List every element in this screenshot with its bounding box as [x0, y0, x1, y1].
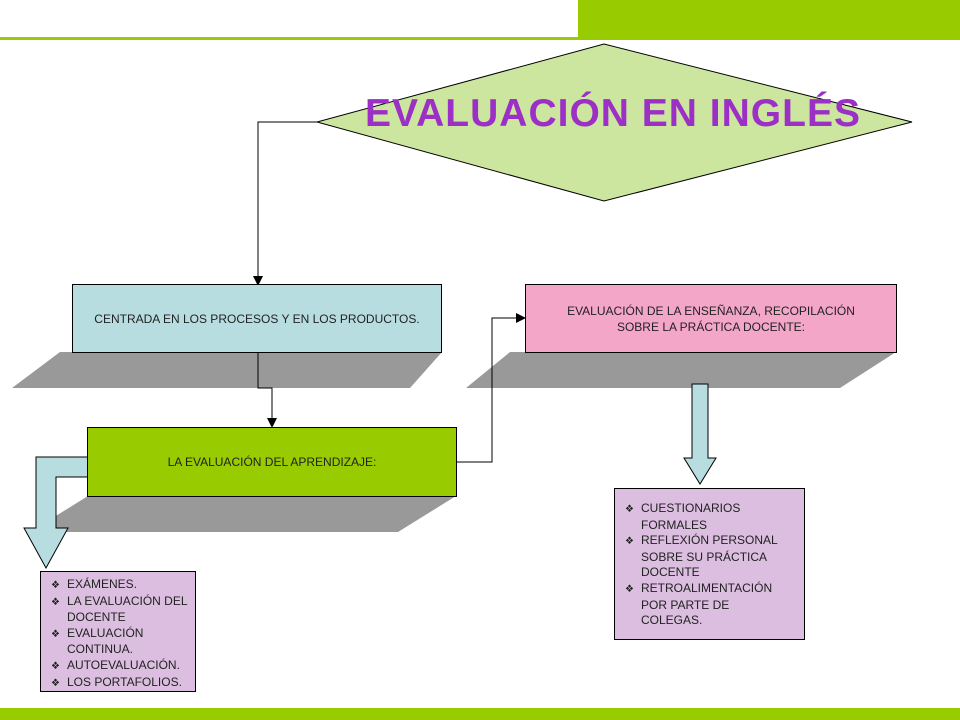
diagram-title: EVALUACIÓN EN INGLÉS — [365, 92, 861, 135]
list-item: ❖REFLEXIÓN PERSONAL SOBRE SU PRÁCTICA DO… — [625, 533, 778, 580]
teaching-box: EVALUACIÓN DE LA ENSEÑANZA, RECOPILACIÓN… — [525, 284, 897, 353]
list-item: ❖RETROALIMENTACIÓN POR PARTE DE COLEGAS. — [625, 580, 773, 628]
list-item: ❖EVALUACIÓN CONTINUA. — [51, 625, 144, 657]
learning-label: LA EVALUACIÓN DEL APRENDIZAJE: — [167, 455, 377, 469]
connector-learning-to-teaching — [456, 313, 526, 463]
diamond-bullet-icon: ❖ — [51, 660, 60, 672]
bottom-accent-bar — [0, 708, 960, 720]
title-diamond — [315, 43, 913, 202]
processes-label: CENTRADA EN LOS PROCESOS Y EN LOS PRODUC… — [94, 311, 420, 326]
diamond-bullet-icon: ❖ — [625, 504, 634, 515]
teaching-shadow — [466, 352, 896, 388]
teaching-label-line1: EVALUACIÓN DE LA ENSEÑANZA, RECOPILACIÓN — [567, 303, 855, 318]
diamond-bullet-icon: ❖ — [51, 677, 60, 689]
teaching-block-arrow-icon — [683, 383, 717, 485]
diamond-bullet-icon: ❖ — [51, 596, 60, 608]
list-item: ❖CUESTIONARIOS FORMALES — [625, 501, 741, 532]
learning-list-box: ❖EXÁMENES. ❖LA EVALUACIÓN DEL DOCENTE ❖E… — [40, 571, 196, 692]
diamond-bullet-icon: ❖ — [51, 580, 60, 591]
connector-processes-to-learning — [257, 352, 277, 428]
learning-block-arrow-icon — [23, 456, 89, 570]
top-accent-line — [0, 37, 960, 40]
list-item: ❖EXÁMENES. — [51, 577, 199, 594]
diamond-bullet-icon: ❖ — [51, 628, 60, 640]
list-item: ❖AUTOEVALUACIÓN. — [51, 658, 199, 675]
teaching-label-line2: SOBRE LA PRÁCTICA DOCENTE: — [616, 319, 806, 334]
learning-box: LA EVALUACIÓN DEL APRENDIZAJE: — [87, 427, 457, 497]
top-accent-bar-right — [578, 0, 960, 37]
learning-shadow — [30, 496, 456, 532]
processes-shadow — [12, 352, 442, 388]
diamond-bullet-icon: ❖ — [625, 536, 634, 548]
processes-box: CENTRADA EN LOS PROCESOS Y EN LOS PRODUC… — [72, 284, 442, 353]
teaching-list-box: ❖CUESTIONARIOS FORMALES ❖REFLEXIÓN PERSO… — [614, 488, 805, 640]
list-item: ❖LOS PORTAFOLIOS. — [51, 675, 199, 692]
list-item: ❖LA EVALUACIÓN DEL DOCENTE — [51, 593, 188, 625]
learning-list: ❖EXÁMENES. ❖LA EVALUACIÓN DEL DOCENTE ❖E… — [51, 577, 199, 691]
teaching-list: ❖CUESTIONARIOS FORMALES ❖REFLEXIÓN PERSO… — [625, 501, 791, 629]
diamond-bullet-icon: ❖ — [625, 583, 634, 595]
connector-title-to-processes — [253, 121, 317, 286]
